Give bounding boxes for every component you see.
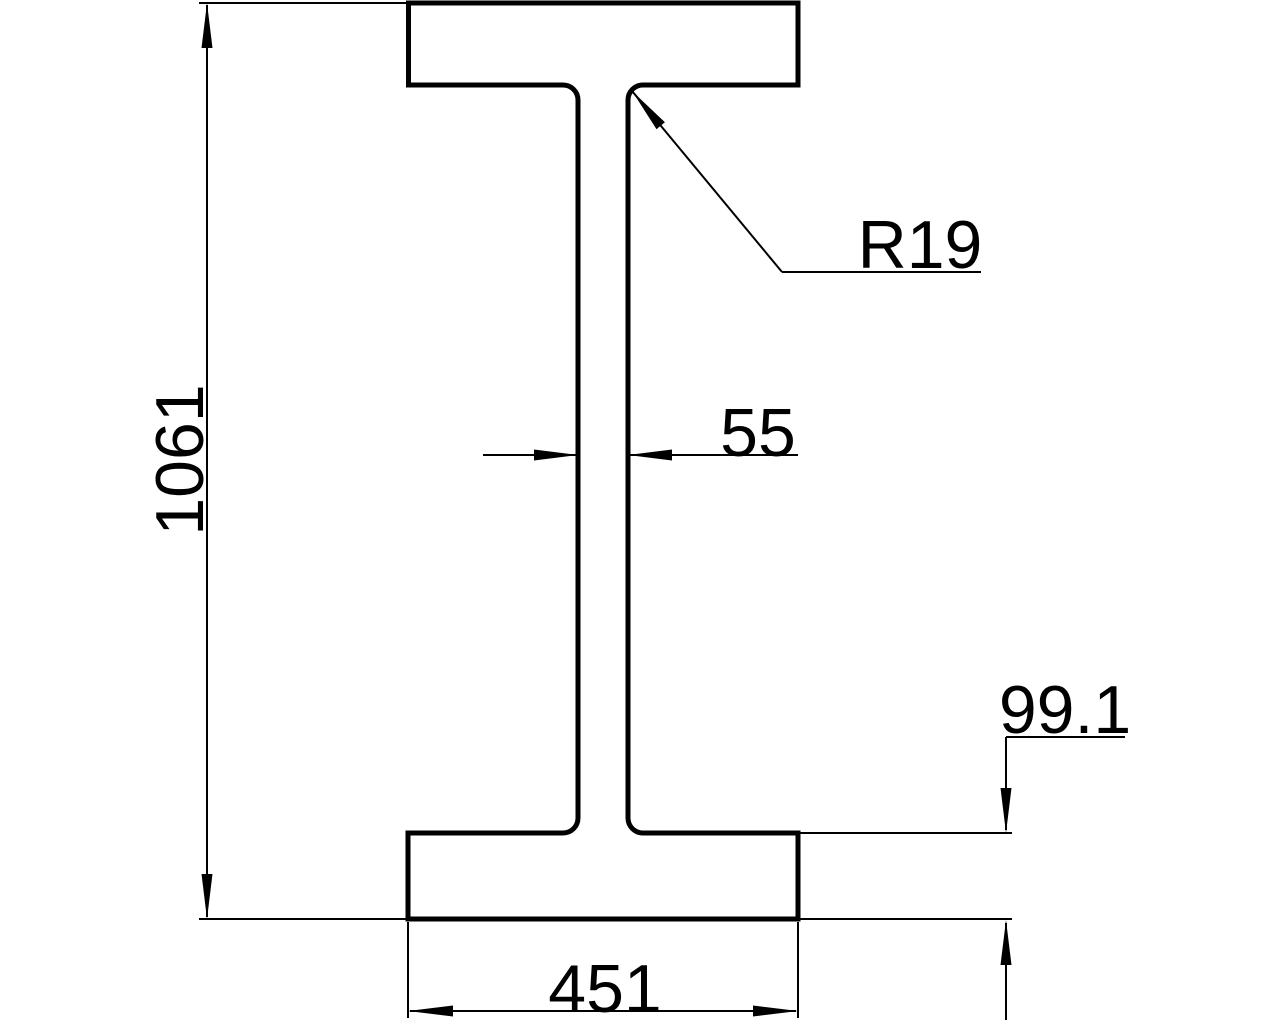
arrowhead-left-icon [408,1005,453,1017]
arrowhead-up-icon [201,3,213,48]
arrowhead-left-icon [628,449,672,461]
leader-fillet-radius: R19 [631,90,983,283]
arrowhead-right-icon [753,1005,798,1017]
arrowhead-right-icon [534,449,578,461]
overall-height-label: 1061 [142,384,218,535]
ibeam-outline [405,0,801,922]
arrowhead-down-icon [201,874,213,919]
flange-thickness-label: 99.1 [999,672,1131,748]
arrowhead-upleft-icon [632,91,665,130]
web-thickness-label: 55 [720,395,796,471]
arrowhead-down-icon [1000,788,1012,833]
dimension-web-thickness: 55 [483,395,798,471]
dimension-overall-height: 1061 [142,2,411,920]
flange-width-label: 451 [548,951,661,1024]
dimension-flange-width: 451 [407,922,799,1024]
dimension-flange-thickness: 99.1 [800,672,1131,1020]
fillet-radius-label: R19 [858,207,983,283]
